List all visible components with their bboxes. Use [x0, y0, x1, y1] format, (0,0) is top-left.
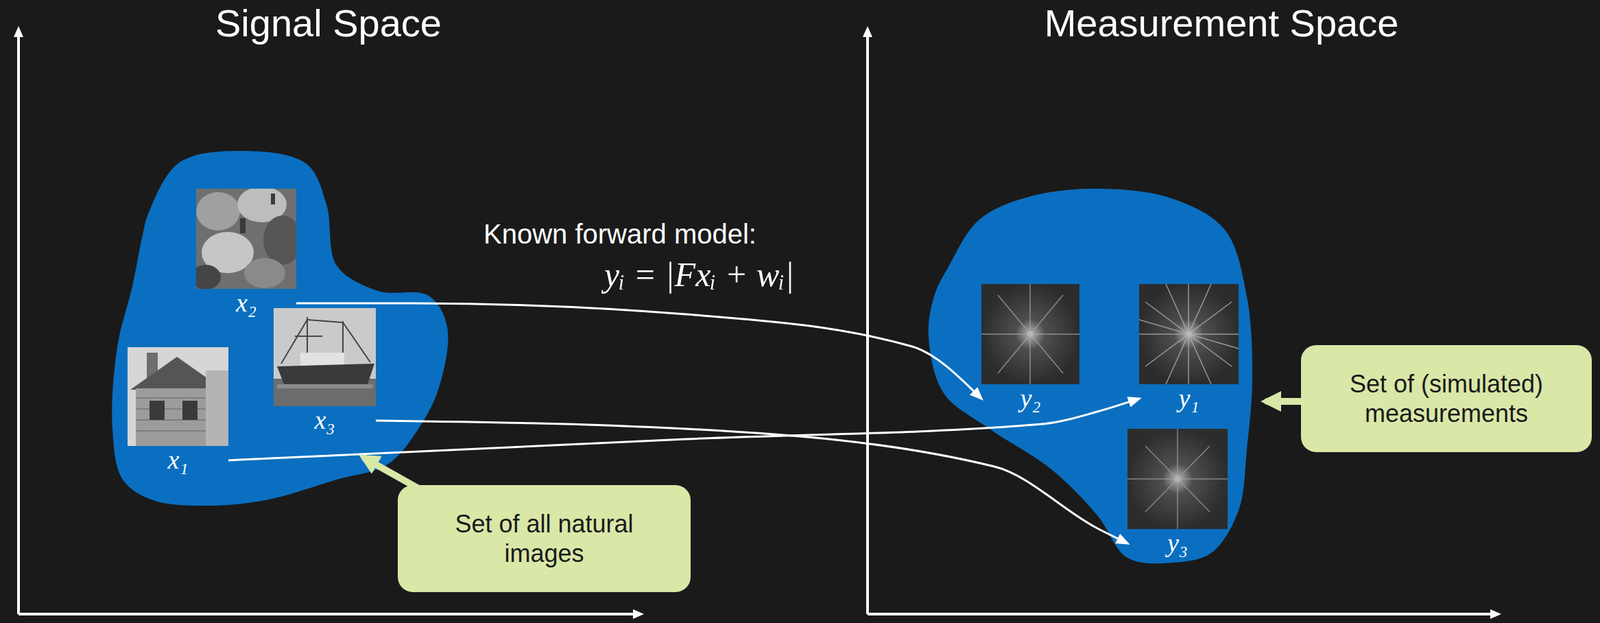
house-image	[135, 419, 217, 421]
panel-title: Measurement Space	[1044, 1, 1400, 46]
callout-text: Set of all natural images	[412, 508, 676, 568]
spectrum-image	[1127, 428, 1228, 529]
image-tile: x₃	[273, 307, 376, 435]
boat-image	[294, 335, 323, 337]
spectrum-image	[1139, 283, 1239, 385]
forward-map-arrow	[228, 398, 1140, 461]
callout-box: Set of all natural images	[397, 484, 691, 592]
house-image	[127, 347, 229, 446]
boat-image	[300, 352, 345, 367]
boat-image	[273, 307, 376, 407]
boat-image	[273, 307, 376, 407]
callout-leader	[1267, 397, 1304, 405]
house-image	[135, 408, 217, 410]
forward-map-arrow	[296, 303, 982, 399]
boat-image	[277, 384, 374, 389]
measurement-axes	[866, 28, 869, 614]
spectrum-image	[997, 294, 1064, 374]
peppers-image	[244, 257, 286, 289]
house-image	[182, 400, 198, 420]
peppers-image	[196, 264, 221, 289]
spectrum-image	[1139, 283, 1239, 385]
symbol-label: y₃	[1127, 528, 1228, 558]
signal-axes	[18, 612, 642, 616]
peppers-image	[196, 188, 297, 289]
callout-leader	[1267, 397, 1304, 405]
measurement-axes	[867, 28, 1499, 614]
callout-text: Set of (simulated) measurements	[1316, 368, 1577, 428]
spectrum-image	[1127, 428, 1228, 529]
symbol-label: y₂	[981, 384, 1080, 413]
house-image	[127, 347, 229, 446]
spectrum-tile: y₁	[1139, 283, 1239, 413]
spectrum-tile: y₂	[981, 283, 1080, 413]
panel-title: Signal Space	[215, 1, 442, 46]
spectrum-image	[981, 283, 1080, 385]
measurement-set-blob	[928, 188, 1253, 564]
forward-model-formula: yᵢ = |Fxᵢ + wᵢ|	[604, 255, 795, 295]
symbol-label: x₁	[127, 445, 229, 475]
peppers-image	[263, 215, 297, 265]
image-tile: x₂	[196, 188, 297, 318]
spectrum-tile: y₃	[1127, 428, 1228, 558]
spectrum-image	[1145, 445, 1210, 512]
house-image	[135, 388, 217, 446]
boat-image	[342, 322, 371, 363]
callout-box: Set of (simulated) measurements	[1300, 344, 1592, 452]
model-caption: Known forward model:	[483, 218, 757, 250]
peppers-image	[270, 193, 276, 205]
house-image	[135, 397, 217, 431]
symbol-label: y₁	[1139, 384, 1239, 413]
image-tile: x₁	[127, 347, 229, 475]
boat-image	[277, 363, 375, 385]
spectrum-image	[997, 294, 1064, 374]
peppers-image	[240, 218, 246, 234]
boat-image	[307, 319, 343, 323]
house-image	[135, 430, 217, 432]
peppers-image	[196, 192, 241, 231]
house-image	[149, 400, 165, 420]
spectrum-image	[981, 283, 1080, 385]
signal-axes	[17, 28, 20, 614]
spectrum-image	[1145, 445, 1210, 512]
symbol-label: x₂	[196, 288, 297, 318]
house-image	[135, 397, 217, 399]
spectrum-image	[981, 283, 1080, 385]
symbol-label: x₃	[273, 406, 376, 435]
spectrum-image	[1139, 319, 1239, 349]
spectrum-image	[1127, 428, 1228, 529]
house-image	[205, 370, 229, 446]
measurement-axes	[867, 612, 1499, 616]
spectrum-image	[1139, 283, 1239, 385]
